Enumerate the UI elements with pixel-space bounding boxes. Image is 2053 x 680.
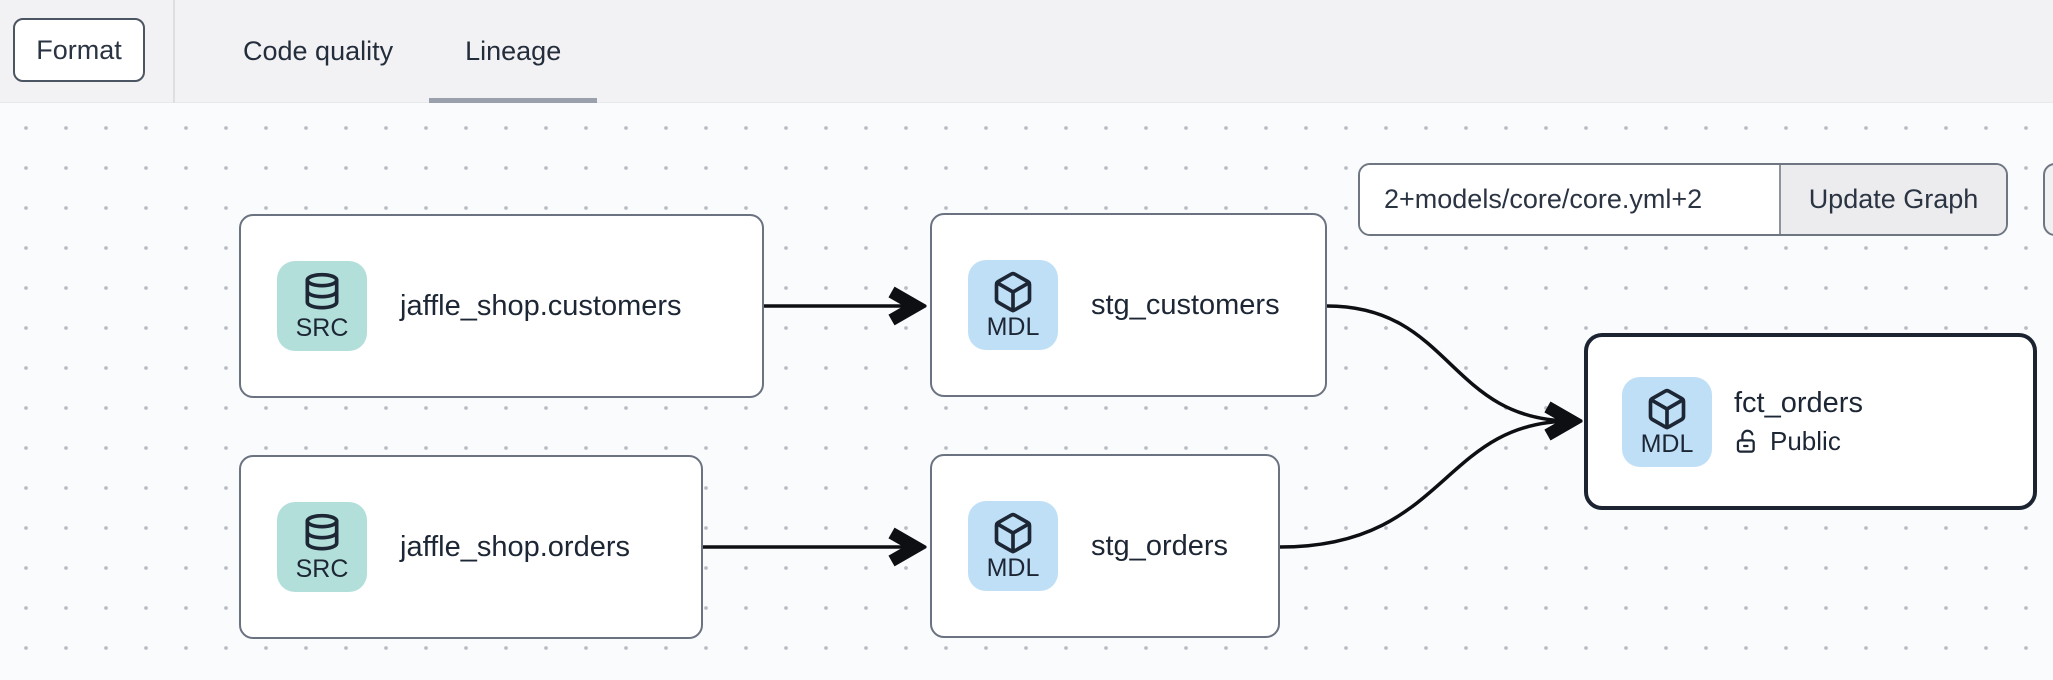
tab-code-quality-label: Code quality xyxy=(243,36,394,66)
cut-off-button[interactable] xyxy=(2043,163,2053,236)
node-stg-customers[interactable]: MDL stg_customers xyxy=(930,213,1327,397)
node-label: jaffle_shop.customers xyxy=(400,289,682,322)
lineage-edges xyxy=(703,103,2053,680)
tab-active-indicator xyxy=(429,98,598,103)
cube-icon xyxy=(1648,388,1686,429)
node-label: stg_orders xyxy=(1091,529,1229,562)
cube-icon xyxy=(994,271,1032,313)
database-icon xyxy=(305,272,339,310)
lock-open-icon xyxy=(1736,429,1755,453)
badge-label: MDL xyxy=(986,313,1040,341)
node-text-block: fct_orders Public xyxy=(1734,387,1863,457)
format-button[interactable]: Format xyxy=(13,18,145,82)
access-row: Public xyxy=(1734,426,1863,457)
top-toolbar: Format Code quality Lineage xyxy=(0,0,2053,103)
tab-lineage-label: Lineage xyxy=(465,36,562,66)
node-label: fct_orders xyxy=(1734,386,1863,419)
node-jaffle-shop-orders[interactable]: SRC jaffle_shop.orders xyxy=(239,455,703,639)
edge-stg-orders-to-fct-orders[interactable] xyxy=(1279,421,1572,549)
lineage-filter-input[interactable] xyxy=(1360,165,1779,234)
access-label: Public xyxy=(1770,425,1841,456)
model-badge: MDL xyxy=(968,501,1058,591)
source-badge: SRC xyxy=(277,502,367,592)
node-jaffle-shop-customers[interactable]: SRC jaffle_shop.customers xyxy=(239,214,764,398)
cube-icon xyxy=(994,512,1032,554)
tab-lineage[interactable]: Lineage xyxy=(429,0,598,103)
tab-code-quality[interactable]: Code quality xyxy=(207,0,429,103)
source-badge: SRC xyxy=(277,261,367,351)
node-label: jaffle_shop.orders xyxy=(400,530,631,563)
badge-label: SRC xyxy=(295,314,349,342)
model-badge: MDL xyxy=(968,260,1058,350)
badge-label: MDL xyxy=(986,554,1040,582)
database-icon xyxy=(305,513,339,551)
badge-label: SRC xyxy=(295,555,349,583)
badge-label: MDL xyxy=(1640,429,1694,458)
node-label: stg_customers xyxy=(1091,288,1280,321)
lineage-canvas[interactable]: SRC jaffle_shop.customers MDL stg_custom… xyxy=(0,103,2053,680)
toolbar-divider xyxy=(173,0,175,103)
node-stg-orders[interactable]: MDL stg_orders xyxy=(930,454,1280,638)
model-badge: MDL xyxy=(1622,376,1712,467)
edge-stg-customers-to-fct-orders[interactable] xyxy=(1326,304,1572,421)
lineage-filter-bar: Update Graph xyxy=(1358,163,2008,236)
tab-bar: Code quality Lineage xyxy=(207,0,598,103)
node-fct-orders[interactable]: MDL fct_orders Public xyxy=(1584,333,2037,510)
update-graph-button[interactable]: Update Graph xyxy=(1779,165,2006,234)
